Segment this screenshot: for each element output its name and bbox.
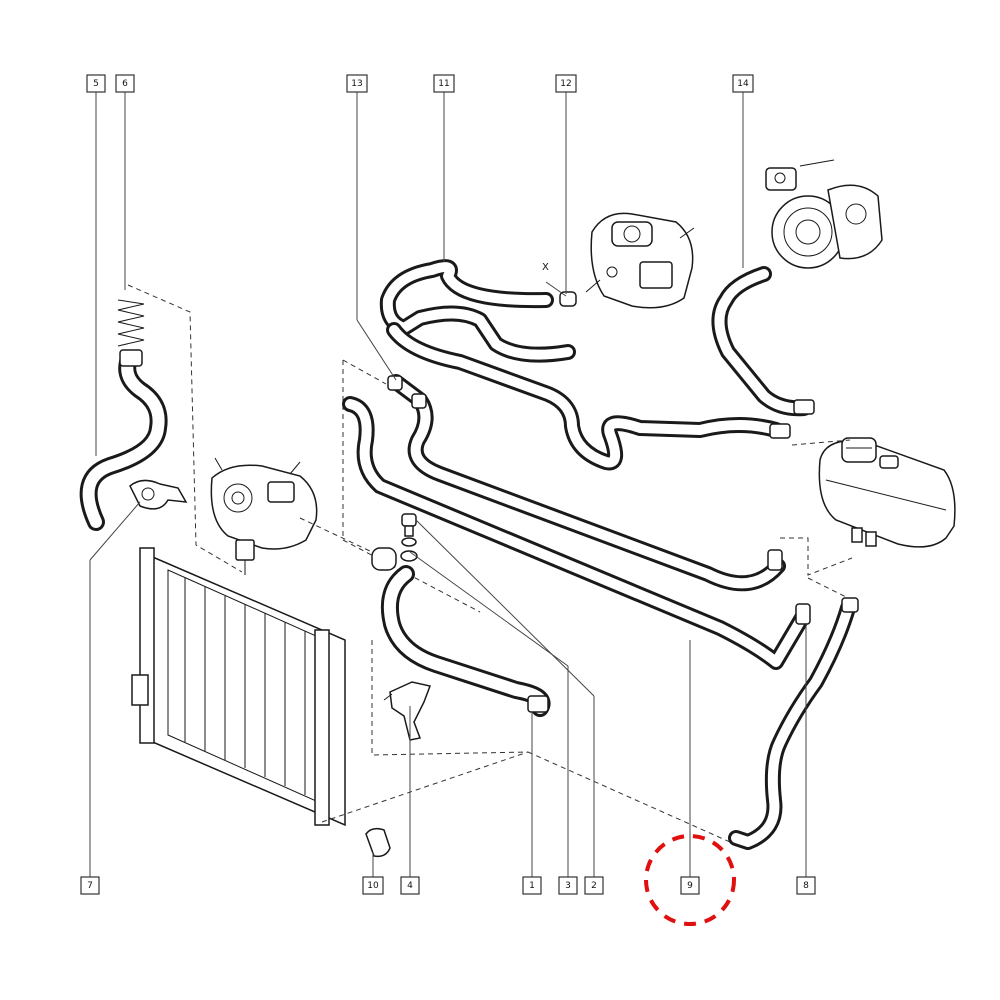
hose-13 <box>388 374 786 592</box>
callout-5: 5 <box>86 74 106 93</box>
callout-14-label: 14 <box>737 79 749 89</box>
plug-10 <box>365 827 391 858</box>
hose-9 <box>342 396 810 670</box>
hose-11 <box>379 259 576 363</box>
marker-x: X <box>542 262 549 273</box>
clamp-7 <box>129 479 188 510</box>
callout-8: 8 <box>796 876 816 895</box>
spring-6 <box>117 299 145 367</box>
callout-3-label: 3 <box>565 881 571 891</box>
callout-1-label: 1 <box>529 881 535 891</box>
bracket-4 <box>383 681 432 741</box>
expansion-tank <box>818 437 956 548</box>
hose-14 <box>711 266 812 417</box>
callout-5-label: 5 <box>93 79 99 89</box>
assembly-lines <box>127 284 853 843</box>
callout-11-label: 11 <box>438 79 449 89</box>
callout-7-label: 7 <box>87 881 93 891</box>
callout-6: 6 <box>115 74 135 93</box>
turbocharger <box>765 159 883 269</box>
callout-13-label: 13 <box>351 79 362 89</box>
callout-4: 4 <box>400 876 420 895</box>
callout-4-label: 4 <box>407 881 413 891</box>
callout-10-label: 10 <box>367 881 379 891</box>
hose-5 <box>79 353 168 531</box>
radiator <box>131 547 346 827</box>
bleed-screw-2 <box>401 513 417 537</box>
leader-lines <box>89 92 807 877</box>
thermostat-housing <box>210 457 318 575</box>
highlight-circle <box>644 834 736 926</box>
callout-1: 1 <box>522 876 542 895</box>
washer-3 <box>400 537 418 562</box>
callout-10: 10 <box>362 876 384 895</box>
callout-3: 3 <box>558 876 578 895</box>
hose-fittings <box>371 291 859 713</box>
carburettor <box>585 212 695 309</box>
callout-8-label: 8 <box>803 881 809 891</box>
callout-2: 2 <box>584 876 604 895</box>
callout-14: 14 <box>732 74 754 93</box>
callout-2-label: 2 <box>591 881 597 891</box>
hose-8 <box>728 600 856 850</box>
callout-13: 13 <box>346 74 368 93</box>
callout-12-label: 12 <box>560 79 571 89</box>
hose-upper-long <box>386 322 784 471</box>
callout-6-label: 6 <box>122 79 128 89</box>
callout-9: 9 <box>680 876 700 895</box>
callout-9-label: 9 <box>687 881 693 891</box>
callout-11: 11 <box>433 74 455 93</box>
callout-7: 7 <box>80 876 100 895</box>
callout-12: 12 <box>555 74 577 93</box>
